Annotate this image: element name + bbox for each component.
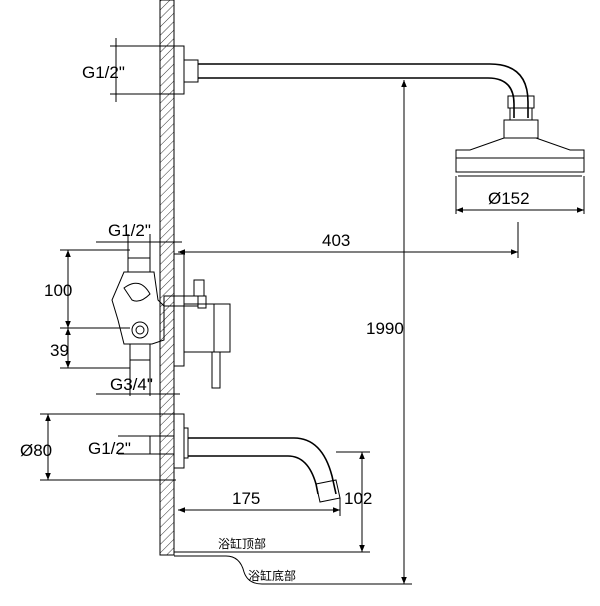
spout-height-dimension: 102	[336, 451, 372, 552]
spout-height-label: 102	[344, 489, 372, 508]
top-thread-label: G1/2"	[82, 63, 125, 82]
mixing-valve	[111, 253, 231, 389]
valve-outlet-label: G3/4"	[110, 375, 153, 394]
tub-top-label: 浴缸顶部	[218, 536, 266, 551]
valve-upper-label: 100	[44, 281, 72, 300]
total-height-label: 1990	[366, 319, 404, 338]
spout-reach-dimension: 175	[178, 489, 341, 516]
head-diameter-dimension: Ø152	[455, 176, 585, 214]
spout-reach-label: 175	[232, 489, 260, 508]
shower-arm	[173, 45, 539, 139]
total-height-dimension: 1990	[366, 80, 410, 585]
shower-head	[455, 137, 585, 177]
top-thread-dimension: G1/2"	[82, 38, 180, 102]
valve-lower-label: 39	[50, 341, 69, 360]
valve-inlet-label: G1/2"	[108, 221, 151, 240]
wall	[159, 0, 175, 556]
valve-inlet-dimension: G1/2"	[96, 221, 182, 258]
reach-dimension: 403	[178, 222, 519, 258]
reach-label: 403	[322, 231, 350, 250]
tub-bottom-label: 浴缸底部	[248, 568, 296, 583]
tub-outline: 浴缸顶部 浴缸底部	[174, 536, 412, 585]
head-diameter-label: Ø152	[488, 189, 530, 208]
spout-flange-dimension: Ø80 G1/2"	[20, 413, 176, 481]
valve-outlet-dimension: G3/4"	[96, 360, 180, 396]
spout-thread-label: G1/2"	[88, 439, 131, 458]
valve-vertical-dimensions: 100 39	[44, 249, 130, 369]
spout-flange-label: Ø80	[20, 441, 52, 460]
